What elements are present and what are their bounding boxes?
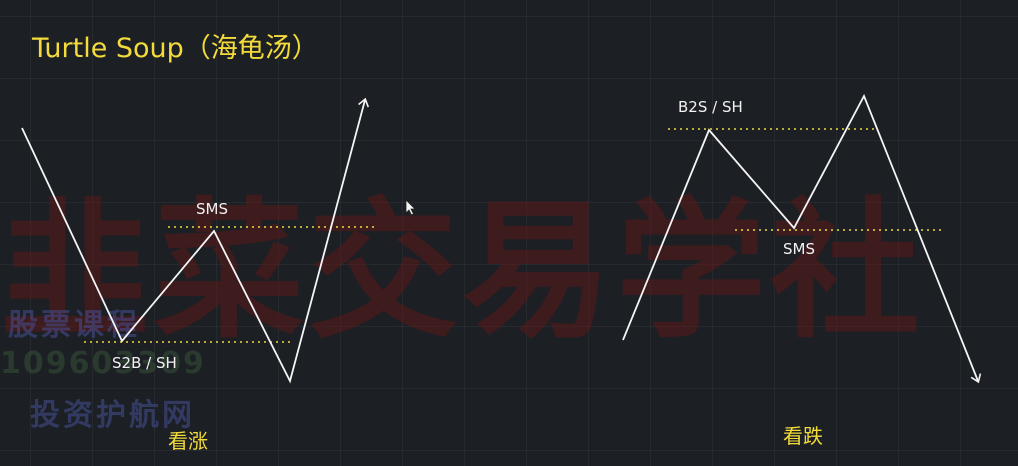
bearish-price-path	[622, 93, 982, 384]
bullish-caption: 看涨	[168, 429, 208, 453]
bullish-s2b-label: S2B / SH	[112, 354, 177, 372]
bullish-sms-label: SMS	[196, 200, 228, 218]
watermark-site: 投资护航网	[30, 398, 195, 433]
mouse-cursor-icon	[405, 199, 416, 216]
bearish-b2s-label: B2S / SH	[678, 98, 743, 116]
watermark-number: 109603309	[0, 346, 206, 381]
bearish-caption: 看跌	[783, 424, 823, 448]
bullish-price-path	[21, 97, 370, 384]
watermark-large: 韭菜交易学社	[0, 185, 925, 359]
slide-title: Turtle Soup（海龟汤）	[32, 33, 319, 64]
bearish-sms-label: SMS	[783, 240, 815, 258]
